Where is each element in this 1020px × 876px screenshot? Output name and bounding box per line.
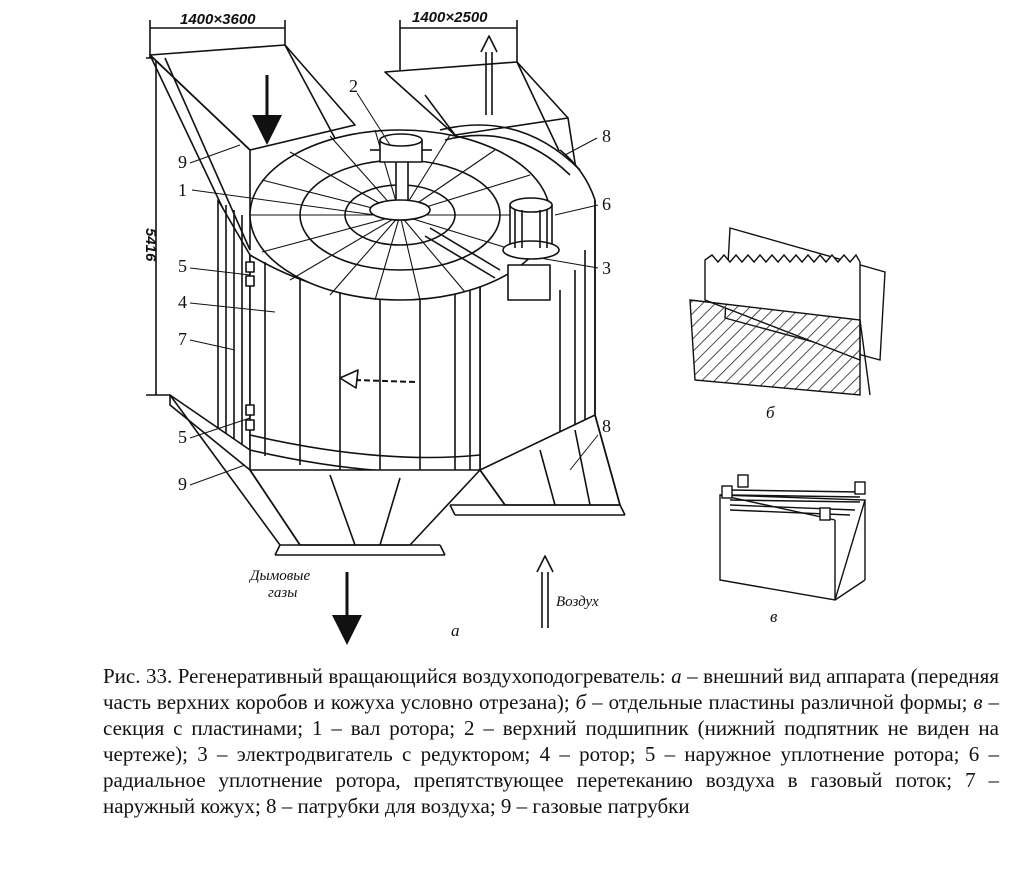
air-label: Воздух bbox=[556, 594, 599, 610]
caption-b-letter: б bbox=[575, 690, 587, 714]
rotor-shaft bbox=[369, 159, 431, 221]
rotor-air-side-arc bbox=[439, 124, 581, 176]
subfig-a-label: а bbox=[451, 621, 460, 640]
label-5-bottom: 5 bbox=[178, 427, 187, 447]
figure-caption: Рис. 33. Регенеративный вращающийся возд… bbox=[103, 663, 999, 819]
caption-v-text: – секция с пластинами; 1 – вал ротора; 2… bbox=[103, 690, 999, 818]
label-6: 6 bbox=[602, 194, 611, 214]
outer-seal-top bbox=[245, 261, 255, 287]
label-3: 3 bbox=[602, 258, 611, 278]
label-8-top: 8 bbox=[602, 126, 611, 146]
plates-figure bbox=[689, 227, 886, 396]
bottom-gas-hopper bbox=[169, 394, 481, 556]
subfig-b-label: б bbox=[766, 403, 775, 422]
plate-section-figure bbox=[719, 474, 866, 601]
caption-prefix: Рис. 33. Регенеративный вращающийся возд… bbox=[103, 664, 672, 688]
caption-v-letter: в bbox=[973, 690, 983, 714]
upper-bearing bbox=[370, 133, 432, 163]
label-5-top: 5 bbox=[178, 256, 187, 276]
radial-seal bbox=[424, 227, 501, 279]
rotation-direction-arrow bbox=[339, 369, 416, 389]
label-9-top: 9 bbox=[178, 152, 187, 172]
leader-lines bbox=[189, 92, 599, 486]
caption-a-letter: а bbox=[671, 664, 682, 688]
flue-gas-label-line2: газы bbox=[268, 585, 297, 601]
dim-right-box: 1400×2500 bbox=[412, 9, 488, 26]
motor-reducer bbox=[502, 197, 560, 301]
label-1: 1 bbox=[178, 180, 187, 200]
label-7: 7 bbox=[178, 329, 187, 349]
flue-gas-label-line1: Дымовые bbox=[248, 568, 310, 584]
dimension-lines bbox=[146, 20, 518, 396]
subfig-v-label: в bbox=[770, 607, 778, 626]
label-9-bottom: 9 bbox=[178, 474, 187, 494]
label-2: 2 bbox=[349, 76, 358, 96]
air-inlet-arrow bbox=[536, 555, 554, 628]
outer-seal-bottom bbox=[245, 404, 255, 431]
air-outlet-arrow bbox=[480, 35, 498, 115]
caption-b-text: – отдельные пластины различной формы; bbox=[586, 690, 974, 714]
label-8-bottom: 8 bbox=[602, 416, 611, 436]
label-4: 4 bbox=[178, 292, 187, 312]
bottom-air-hopper bbox=[449, 414, 626, 516]
rotor-body bbox=[249, 254, 481, 475]
main-apparatus bbox=[146, 20, 626, 645]
caption-a-text: – внешний вид аппарата (передняя часть в… bbox=[103, 664, 999, 714]
gas-duct-top bbox=[149, 44, 361, 256]
dim-left-box: 1400×3600 bbox=[180, 11, 256, 28]
dim-height: 5416 bbox=[142, 228, 159, 262]
